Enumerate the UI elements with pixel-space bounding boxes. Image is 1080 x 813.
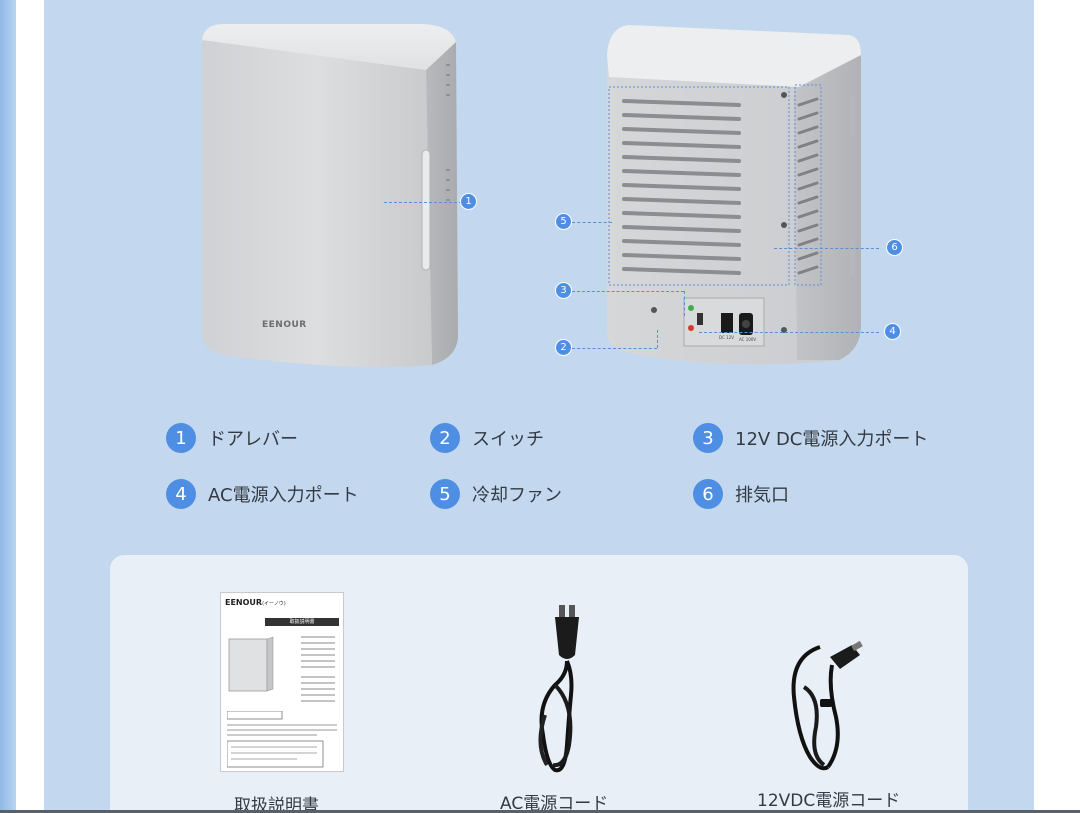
callout-marker-1: 1 bbox=[460, 193, 477, 210]
legend-item-exhaust: 6 排気口 bbox=[693, 479, 789, 509]
callout-marker-6: 6 bbox=[886, 239, 903, 256]
leader-line-4 bbox=[699, 332, 879, 333]
bottom-divider bbox=[0, 810, 1080, 813]
legend-number: 1 bbox=[166, 423, 196, 453]
fridge-front-image: EENOUR bbox=[194, 20, 464, 380]
legend-label: 12V DC電源入力ポート bbox=[735, 429, 929, 450]
ac-cord-image bbox=[525, 595, 595, 779]
right-edge-blank bbox=[1034, 0, 1080, 813]
leader-line-2-vertical bbox=[657, 330, 658, 348]
accessories-card: EENOUR(イーノウ) 取扱説明書 bbox=[110, 555, 968, 813]
brand-logo: EENOUR bbox=[262, 320, 307, 330]
dc-port-label: DC 12V bbox=[719, 335, 734, 340]
legend-number: 4 bbox=[166, 479, 196, 509]
callout-marker-5: 5 bbox=[555, 213, 572, 230]
callout-marker-2: 2 bbox=[555, 339, 572, 356]
legend-number: 6 bbox=[693, 479, 723, 509]
legend-item-cooling-fan: 5 冷却ファン bbox=[430, 479, 562, 509]
legend-label: AC電源入力ポート bbox=[208, 485, 359, 506]
leader-line-3 bbox=[572, 291, 684, 292]
legend-number: 3 bbox=[693, 423, 723, 453]
legend-number: 2 bbox=[430, 423, 460, 453]
callout-marker-3: 3 bbox=[555, 282, 572, 299]
accessory-label-dc-cord: 12VDC電源コード bbox=[757, 791, 901, 811]
manual-fridge-illustration bbox=[228, 636, 274, 692]
fridge-back-image: DC 12V AC 100V bbox=[599, 15, 869, 380]
manual-image: EENOUR(イーノウ) 取扱説明書 bbox=[220, 592, 344, 772]
legend-item-dc-port: 3 12V DC電源入力ポート bbox=[693, 423, 928, 453]
accessory-label-manual: 取扱説明書 bbox=[234, 796, 319, 813]
legend-label: スイッチ bbox=[472, 429, 544, 450]
dc-cord-image bbox=[780, 637, 870, 781]
leader-line-6 bbox=[774, 248, 879, 249]
leader-line-1 bbox=[384, 202, 462, 203]
callout-marker-4: 4 bbox=[884, 323, 901, 340]
manual-text-lines bbox=[227, 711, 337, 768]
manual-contents-lines bbox=[301, 636, 335, 702]
leader-line-5 bbox=[572, 222, 612, 223]
left-edge-strip bbox=[0, 0, 16, 813]
accessory-label-ac-cord: AC電源コード bbox=[500, 794, 609, 813]
legend-number: 5 bbox=[430, 479, 460, 509]
manual-brand-sub: (イーノウ) bbox=[262, 601, 286, 607]
legend-item-switch: 2 スイッチ bbox=[430, 423, 544, 453]
leader-line-3-vertical bbox=[684, 291, 685, 316]
ac-port-label: AC 100V bbox=[739, 337, 757, 342]
legend-item-ac-port: 4 AC電源入力ポート bbox=[166, 479, 359, 509]
legend-label: 冷却ファン bbox=[472, 485, 562, 506]
manual-brand: EENOUR bbox=[225, 598, 263, 607]
legend-label: 排気口 bbox=[735, 485, 789, 506]
leader-line-2 bbox=[572, 348, 657, 349]
legend-label: ドアレバー bbox=[208, 429, 298, 450]
legend-item-door-lever: 1 ドアレバー bbox=[166, 423, 298, 453]
manual-title-bar: 取扱説明書 bbox=[265, 618, 339, 626]
product-detail-panel: EENOUR bbox=[44, 0, 1034, 813]
